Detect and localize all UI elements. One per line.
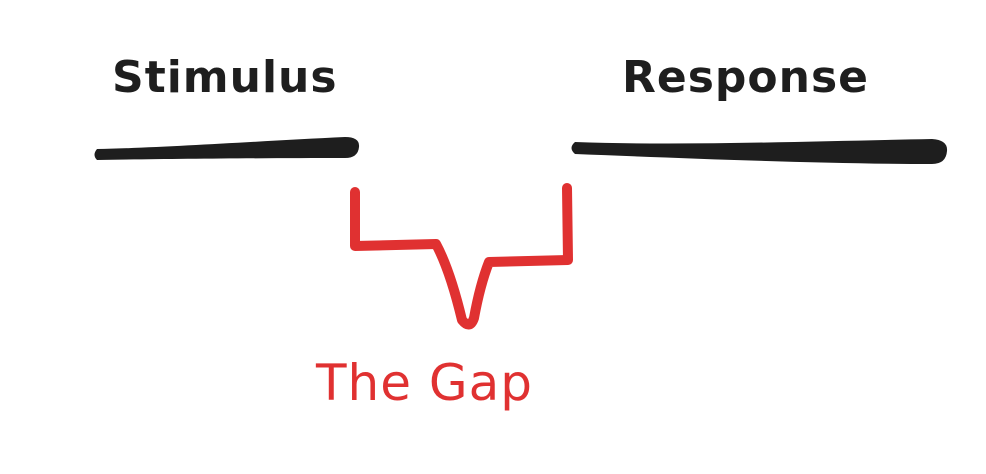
response-label: Response [622,52,869,103]
stimulus-label: Stimulus [112,52,338,103]
gap-bracket [350,183,573,330]
response-line [571,139,948,164]
gap-label: The Gap [316,354,534,412]
stimulus-line [94,137,360,160]
